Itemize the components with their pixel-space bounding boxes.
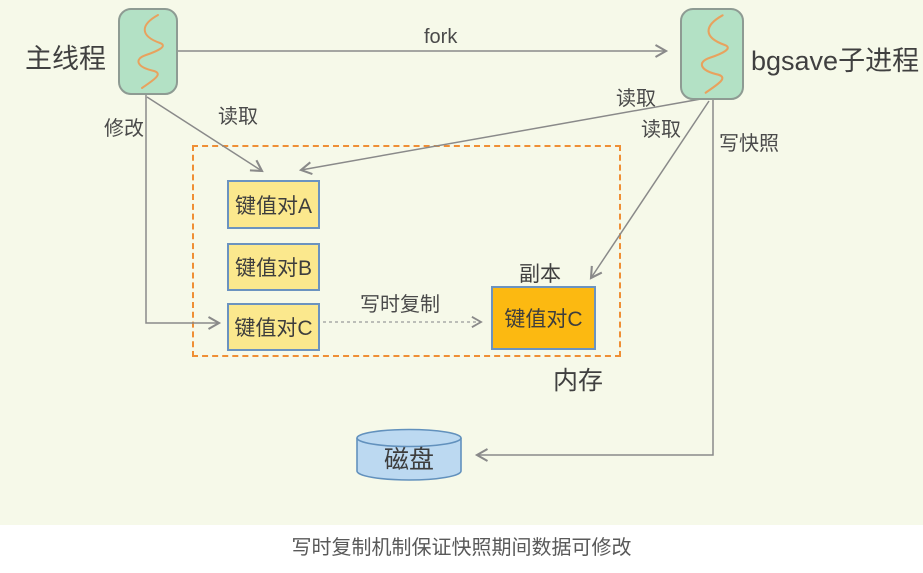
kv-pair-c-copy-box: 键值对C (491, 286, 596, 350)
main-thread-label: 主线程 (25, 44, 106, 74)
read-bgsave-to-kva-arrow (298, 98, 702, 176)
disk-cylinder-icon (356, 428, 462, 481)
caption-text: 写时复制机制保证快照期间数据可修改 (291, 537, 632, 559)
thread-squiggle-icon (700, 14, 729, 94)
diagram-canvas: 主线程 bgsave子进程 fork 修改 读取 读取 读取 写快照 写时复制 … (0, 0, 923, 525)
memory-label: 内存 (553, 367, 604, 395)
kv-pair-a-box: 键值对A (227, 180, 320, 229)
copy-tag-label: 副本 (519, 263, 561, 286)
thread-squiggle-icon (137, 14, 164, 89)
write-snapshot-edge-label: 写快照 (719, 133, 779, 155)
bgsave-label: bgsave子进程 (751, 46, 920, 76)
main-thread-node (118, 8, 178, 95)
modify-arrow (145, 95, 222, 330)
disk-node (355, 428, 463, 482)
memory-region (192, 145, 621, 357)
read-bgsave-upper-edge-label: 读取 (616, 88, 656, 110)
write-snapshot-arrow (474, 100, 714, 462)
bgsave-node (680, 8, 744, 100)
read-main-edge-label: 读取 (218, 106, 258, 128)
kv-pair-b-box: 键值对B (227, 243, 320, 291)
fork-edge-label: fork (424, 26, 458, 48)
modify-edge-label: 修改 (104, 118, 144, 140)
caption-band: 写时复制机制保证快照期间数据可修改 (0, 525, 923, 573)
read-main-to-kva-arrow (146, 96, 264, 173)
read-bgsave-lower-edge-label: 读取 (641, 119, 681, 141)
read-bgsave-to-copy-arrow (589, 100, 710, 280)
copy-on-write-edge-label: 写时复制 (360, 294, 440, 316)
arrow-layer (145, 44, 714, 462)
kv-pair-c-box: 键值对C (227, 303, 320, 351)
disk-label: 磁盘 (383, 446, 434, 474)
